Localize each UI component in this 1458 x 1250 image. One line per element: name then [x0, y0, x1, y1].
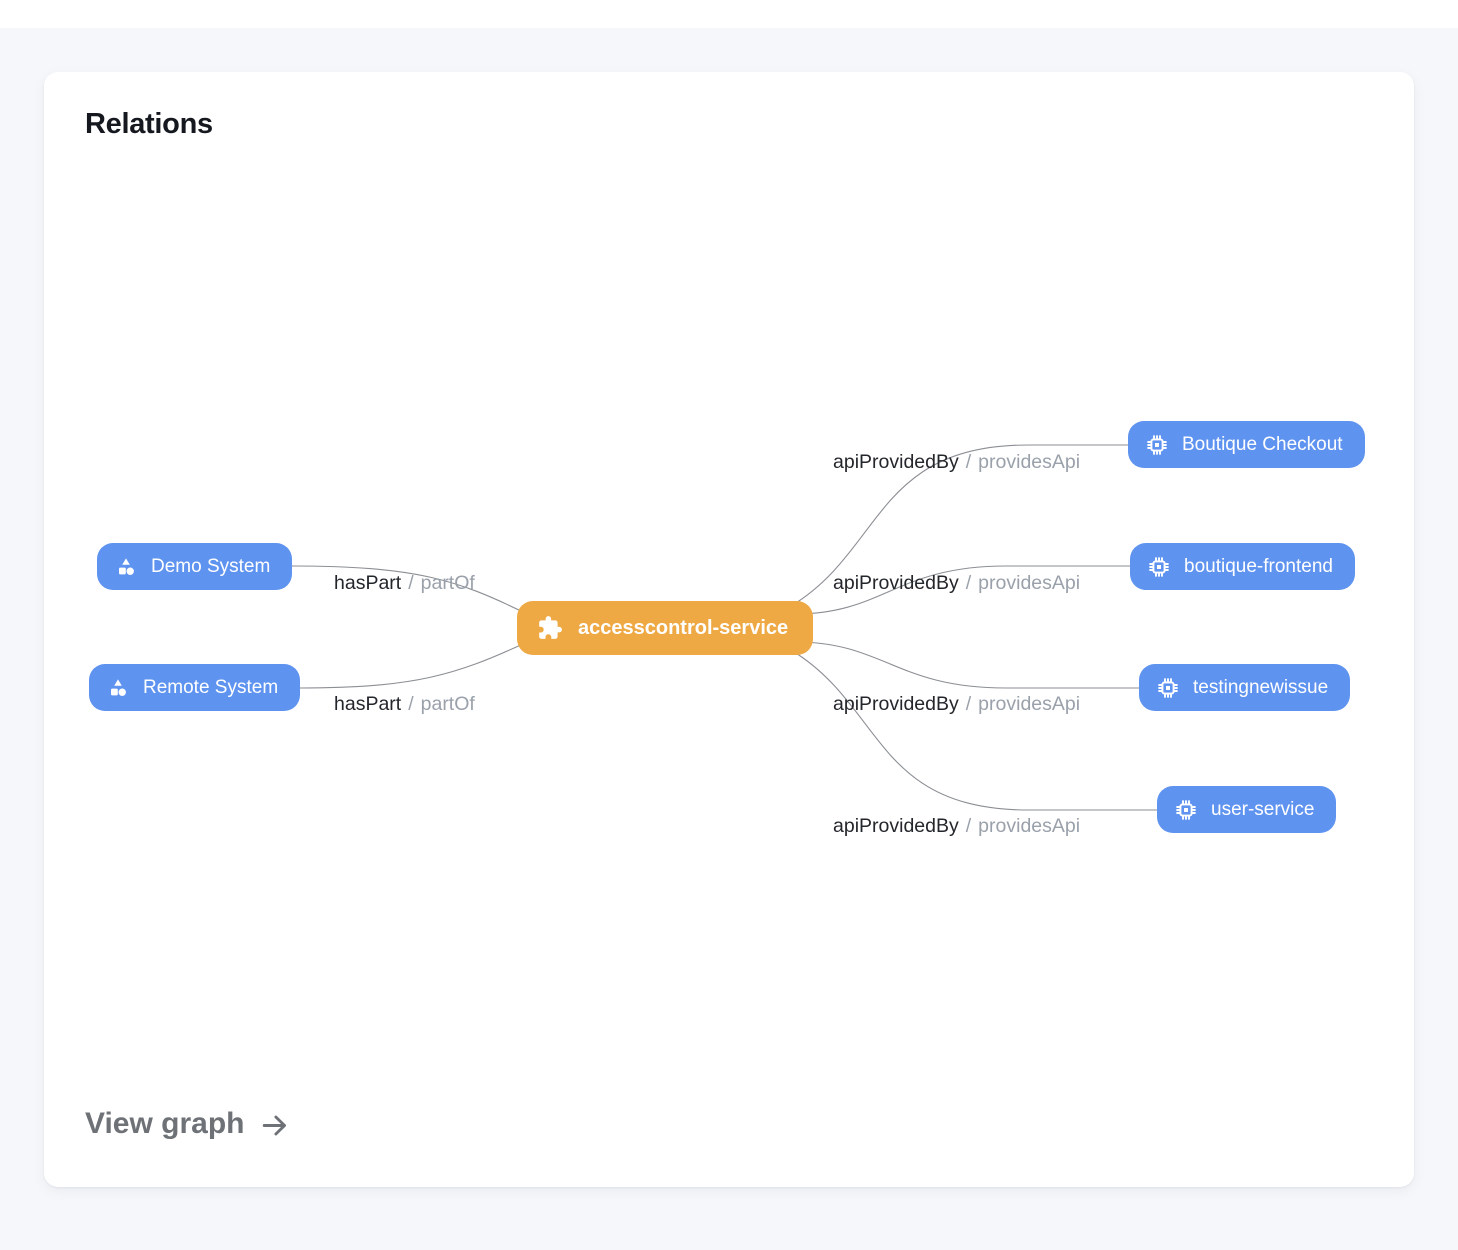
node-demo-system[interactable]: Demo System	[97, 543, 293, 590]
node-accesscontrol-service[interactable]: accesscontrol-service	[517, 601, 814, 655]
arrow-right-icon	[262, 1115, 286, 1136]
node-boutique-checkout[interactable]: Boutique Checkout	[1128, 421, 1365, 468]
relation-name: apiProvidedBy	[833, 451, 959, 473]
relation-slash: /	[965, 693, 972, 715]
relation-name: apiProvidedBy	[833, 693, 959, 715]
relation-slash: /	[965, 451, 972, 473]
relation-name: apiProvidedBy	[833, 815, 959, 837]
relation-name: hasPart	[334, 693, 402, 715]
card-title: Relations	[85, 108, 213, 140]
relation-name: hasPart	[334, 572, 402, 594]
node-label: accesscontrol-service	[578, 616, 789, 639]
chip-icon	[1149, 556, 1169, 577]
node-label: Demo System	[151, 555, 271, 577]
relation-inverse: providesApi	[978, 572, 1081, 594]
edge-label-haspart-1: hasPart / partOf	[334, 572, 475, 595]
relation-slash: /	[408, 572, 414, 594]
node-boutique-frontend[interactable]: boutique-frontend	[1130, 543, 1355, 590]
node-label: Boutique Checkout	[1182, 433, 1343, 455]
chip-icon	[1176, 799, 1196, 820]
puzzle-icon	[539, 616, 562, 639]
edge-testingnewissue	[794, 641, 1141, 689]
node-remote-system[interactable]: Remote System	[89, 664, 301, 711]
edge-label-haspart-2: hasPart / partOf	[334, 693, 475, 716]
node-label: Remote System	[143, 676, 279, 698]
chip-icon	[1147, 434, 1167, 455]
relation-inverse: providesApi	[978, 815, 1081, 837]
relation-slash: /	[408, 693, 414, 715]
edge-label-apiprovidedby-4: apiProvidedBy / providesApi	[833, 815, 1080, 838]
node-user-service[interactable]: user-service	[1157, 786, 1337, 833]
relation-name: apiProvidedBy	[833, 572, 959, 594]
relation-slash: /	[965, 572, 972, 594]
relations-card: Relations Demo System Remot	[44, 72, 1414, 1187]
relation-inverse: providesApi	[978, 451, 1081, 473]
edge-boutique-frontend	[794, 565, 1132, 615]
shapes-icon	[119, 557, 134, 575]
edge-user-service	[790, 649, 1159, 811]
view-graph-label: View graph	[85, 1107, 245, 1140]
relation-inverse: partOf	[420, 693, 475, 715]
edge-label-apiprovidedby-3: apiProvidedBy / providesApi	[833, 693, 1080, 716]
shapes-icon	[111, 678, 126, 696]
edge-boutique-checkout	[790, 444, 1130, 607]
edge-label-apiprovidedby-2: apiProvidedBy / providesApi	[833, 572, 1080, 595]
chip-icon	[1158, 677, 1178, 698]
relation-slash: /	[965, 815, 972, 837]
edge-demo-system	[290, 565, 526, 614]
relation-inverse: partOf	[420, 572, 475, 594]
relations-graph-canvas: Demo System Remote System accesscontrol-…	[44, 72, 1414, 1187]
node-label: boutique-frontend	[1184, 555, 1333, 577]
node-testingnewissue[interactable]: testingnewissue	[1139, 664, 1351, 711]
top-strip	[0, 0, 1458, 28]
edge-label-apiprovidedby-1: apiProvidedBy / providesApi	[833, 451, 1080, 474]
node-label: user-service	[1211, 798, 1315, 820]
relation-inverse: providesApi	[978, 693, 1081, 715]
edge-remote-system	[299, 642, 526, 689]
node-label: testingnewissue	[1193, 676, 1329, 698]
view-graph-link[interactable]: View graph	[85, 1106, 291, 1142]
